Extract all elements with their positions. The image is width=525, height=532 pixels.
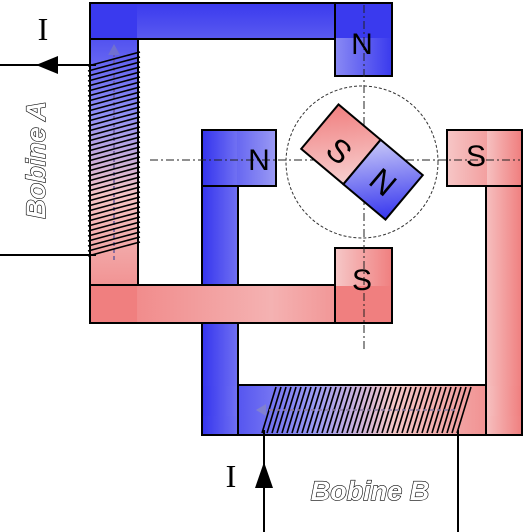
coil-a-turn [87,81,141,97]
coil-a-turn [87,221,141,237]
coil-a-turn [87,216,141,232]
current-b-label: I [226,458,237,494]
rotor-north [341,138,425,221]
coil-a-turn [87,236,141,252]
coil-a-turn [87,166,141,182]
coil-b-turn [421,386,437,434]
coil-b-turn [281,386,297,434]
coil-a-turn [87,156,141,172]
coil-a-turn [87,191,141,207]
coil-a-turn [87,66,141,82]
current-b-arrow [255,462,273,488]
coil-a-turn [87,171,141,187]
rotor-air-gap-circle [285,85,439,239]
coil-b-turn [316,386,332,434]
coil-a-turn [87,181,141,197]
pole-a-south-label: S [352,264,372,297]
coil-b-turn [441,386,457,434]
coil-a-turn [87,51,141,67]
coil-a-turn [87,201,141,217]
coil-a-turn [87,101,141,117]
coil-a-turn [87,196,141,212]
coil-a-turn [87,71,141,87]
coil-a-turn [87,111,141,127]
coil-a-turn [87,106,141,122]
current-a-arrow [36,56,58,74]
coil-a-turn [87,206,141,222]
coil-b-turn [266,386,282,434]
coil-b-turn [451,386,467,434]
coil-b-turn [336,386,352,434]
coil-a-turn [87,86,141,102]
coil-a-turn [87,121,141,137]
coil-a-turn [87,176,141,192]
coil-a-turn [87,56,141,72]
coil-a-turn [87,211,141,227]
pole-b-south-label: S [466,140,486,173]
coil-a-turn [87,231,141,247]
pole-b-north-label: N [248,144,270,177]
coil-a-turn [87,76,141,92]
coil-a-windings [87,51,141,257]
coil-b-turn [371,386,387,434]
coil-a-turn [87,151,141,167]
current-a-label: I [38,11,49,47]
coil-a-turn [87,146,141,162]
coil-a-turn [87,226,141,242]
coil-a-turn [87,116,141,132]
coil-a-turn [87,241,141,257]
coil-a-turn [87,131,141,147]
coil-a-turn [87,126,141,142]
coil-a-turn [87,136,141,152]
coil-b-turn [351,386,367,434]
coil-a-turn [87,186,141,202]
coil-b-turn [301,386,317,434]
coil-b-turn [386,386,402,434]
coil-a-label: Bobine A [21,101,51,219]
coil-b-label: Bobine B [311,476,430,506]
coil-a-turn [87,91,141,107]
coil-a-turn [87,96,141,112]
coil-a-turn [87,61,141,77]
rotor: S N [285,85,439,239]
pole-a-north-label: N [351,28,373,61]
coil-a-turn [87,141,141,157]
coil-b-turn [406,386,422,434]
coil-a-turn [87,161,141,177]
coil-b-turn [456,386,472,434]
